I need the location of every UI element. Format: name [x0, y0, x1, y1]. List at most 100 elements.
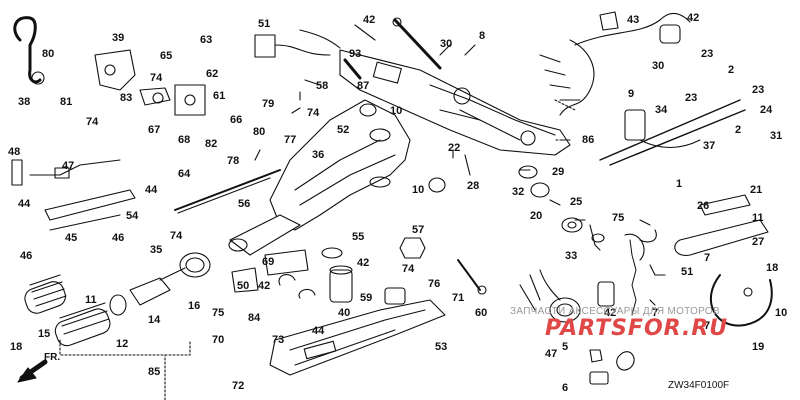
callout-74d: 73 [272, 334, 285, 346]
watermark-text: ЗАПЧАСТИ АКСЕССУАРЫ ДЛЯ МОТОРОВ [510, 306, 720, 317]
callout-26: 26 [697, 200, 710, 212]
callout-45: 45 [65, 232, 78, 244]
callout-41: 42 [687, 12, 700, 24]
callout-75: 74 [307, 107, 320, 119]
callout-74c: 74 [402, 263, 415, 275]
callout-87: 85 [148, 366, 161, 378]
callout-50: 50 [237, 280, 250, 292]
callout-40: 42 [604, 307, 617, 319]
callout-33: 34 [655, 104, 668, 116]
callout-32: 33 [565, 250, 578, 262]
callout-34: 35 [150, 244, 163, 256]
callout-22: 22 [448, 142, 461, 154]
callout-23d: 24 [760, 104, 773, 116]
callout-29: 30 [440, 38, 453, 50]
callout-95: 93 [349, 48, 362, 60]
callout-68: 67 [148, 124, 161, 136]
callout-67: 66 [230, 114, 243, 126]
callout-46b: 46 [20, 250, 33, 262]
callout-36: 37 [703, 140, 716, 152]
front-label: FR. [44, 352, 61, 363]
callout-2b: 2 [735, 124, 742, 136]
callout-69: 68 [178, 134, 191, 146]
callout-42c: 44 [312, 325, 325, 337]
callout-12: 12 [116, 338, 129, 350]
callout-93: 86 [582, 134, 595, 146]
callout-77: 75 [612, 212, 625, 224]
callout-28: 29 [552, 166, 565, 178]
callout-44a: 44 [145, 184, 158, 196]
callout-7b: 7 [704, 320, 711, 332]
callout-43: 43 [627, 14, 640, 26]
callout-85: 83 [120, 92, 133, 104]
callout-59: 58 [316, 80, 329, 92]
callout-81: 79 [262, 98, 275, 110]
callout-44b: 44 [18, 198, 31, 210]
callout-10a: 10 [390, 105, 403, 117]
callout-80b: 78 [227, 155, 240, 167]
callout-74b: 74 [86, 116, 99, 128]
callout-9: 11 [752, 212, 764, 224]
callout-15: 15 [38, 328, 51, 340]
callout-18a: 18 [766, 262, 779, 274]
callout-74a: 74 [150, 72, 163, 84]
callout-25: 28 [467, 180, 480, 192]
callout-80a: 77 [284, 134, 297, 146]
callout-24: 25 [570, 196, 583, 208]
callout-84: 80 [42, 48, 55, 60]
callout-35: 36 [312, 149, 325, 161]
callout-51: 51 [681, 266, 694, 278]
callout-4: 7 [652, 307, 659, 319]
callout-31: 32 [512, 186, 525, 198]
callout-21: 21 [750, 184, 763, 196]
callout-23c: 23 [752, 84, 765, 96]
callout-10b: 10 [412, 184, 425, 196]
callout-42b: 42 [258, 280, 271, 292]
callout-83b: 82 [205, 138, 218, 150]
callout-18b: 18 [10, 341, 23, 353]
callout-49: 48 [8, 146, 21, 158]
callout-86: 84 [248, 312, 261, 324]
callout-3a: 5 [562, 341, 569, 353]
callout-16: 16 [188, 300, 201, 312]
callout-14: 14 [148, 314, 161, 326]
callout-72: 71 [452, 292, 465, 304]
lever-27 [674, 219, 769, 256]
callout-11: 11 [85, 294, 97, 306]
lower-cover [269, 299, 446, 376]
callout-48: 47 [62, 160, 75, 172]
callout-5: 8 [479, 30, 486, 42]
callout-61: 60 [475, 307, 488, 319]
diagram-code: ZW34F0100F [668, 380, 730, 391]
grip-15 [24, 281, 66, 314]
callout-79: 76 [428, 278, 441, 290]
callout-46a: 46 [112, 232, 125, 244]
callout-70: 69 [262, 256, 275, 268]
callout-64: 63 [200, 34, 213, 46]
callout-54: 53 [435, 341, 448, 353]
watermark-logo: PARTSFOR.RU [545, 316, 729, 341]
callout-47: 47 [545, 348, 558, 360]
callout-83a: 81 [60, 96, 73, 108]
callout-30a: 30 [652, 60, 665, 72]
tiller-handle-body [269, 99, 411, 231]
callout-78: 75 [212, 307, 225, 319]
callout-58: 57 [412, 224, 425, 236]
callout-52: 51 [258, 18, 271, 30]
callout-1: 1 [676, 178, 683, 190]
callout-66: 65 [160, 50, 173, 62]
callout-30b: 31 [770, 130, 783, 142]
callout-3b: 6 [562, 382, 569, 394]
callout-27: 27 [752, 236, 765, 248]
callout-57: 56 [238, 198, 251, 210]
callout-38: 39 [112, 32, 125, 44]
callout-71: 70 [212, 334, 225, 346]
callout-2a: 2 [728, 64, 735, 76]
callout-63: 62 [206, 68, 219, 80]
callout-7a: 7 [704, 252, 711, 264]
callout-82: 80 [253, 126, 266, 138]
callout-23a: 23 [701, 48, 714, 60]
callout-23b: 23 [685, 92, 698, 104]
callout-6: 9 [628, 88, 635, 100]
